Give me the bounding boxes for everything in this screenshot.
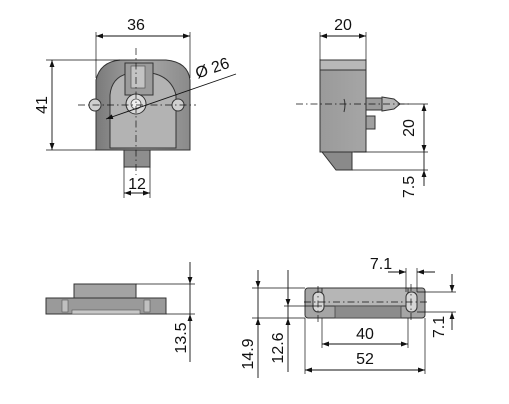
dim-plan-base-height: 12.6 xyxy=(270,332,287,363)
dim-side-axis-height: 20 xyxy=(401,119,418,137)
dim-side-depth: 20 xyxy=(334,17,352,34)
dim-side-stem-offset: 7.5 xyxy=(401,176,418,198)
front-view: 36 41 Ø 26 12 xyxy=(34,17,237,198)
dim-front-width: 36 xyxy=(127,17,145,34)
bottom-groove xyxy=(71,309,141,315)
plan-view: 7.1 7.1 40 52 14.9 12.6 xyxy=(240,256,456,378)
side-stem xyxy=(320,151,353,171)
bottom-upper xyxy=(73,283,137,299)
dim-front-stem: 12 xyxy=(128,176,146,193)
dim-plan-hole-spacing: 7.1 xyxy=(370,256,392,273)
dim-plan-hole-offset: 7.1 xyxy=(431,316,448,338)
side-view: 20 20 7.5 xyxy=(296,17,428,198)
dim-plan-inner-length: 40 xyxy=(356,326,374,343)
front-stem xyxy=(123,149,151,168)
side-key-tip xyxy=(381,96,401,112)
bottom-view: 13.5 xyxy=(45,262,195,362)
plan-upper xyxy=(321,287,409,307)
side-top-band xyxy=(319,59,367,71)
plan-groove xyxy=(334,305,402,319)
dim-bottom-height: 13.5 xyxy=(173,322,190,353)
dim-plan-overall-length: 52 xyxy=(356,351,374,368)
side-key-bump xyxy=(365,115,376,130)
dim-front-diameter: Ø 26 xyxy=(193,55,231,82)
front-slot-inner xyxy=(130,65,146,89)
side-body xyxy=(319,59,367,153)
dim-front-height: 41 xyxy=(34,96,51,114)
dim-plan-overall-height: 14.9 xyxy=(240,338,257,369)
